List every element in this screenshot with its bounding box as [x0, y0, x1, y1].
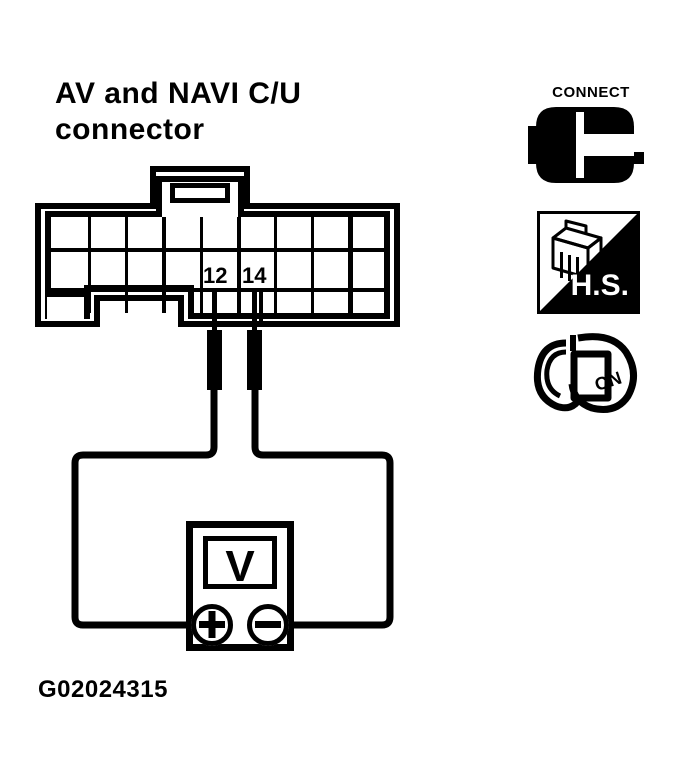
grid-col-divider-8	[348, 217, 353, 313]
positive-terminal-ring	[191, 604, 233, 646]
harness-terminal-1	[560, 252, 563, 278]
voltmeter: V	[186, 521, 294, 651]
connector-inner-housing	[45, 176, 390, 319]
plug-left-flange	[528, 126, 542, 164]
wire-positive-lead	[71, 390, 218, 629]
pin-label-12: 12	[203, 263, 227, 288]
grid-col-divider-1	[88, 217, 91, 313]
pin-label-14: 14	[242, 263, 267, 288]
voltmeter-body-outline	[186, 521, 294, 651]
negative-terminal-bar-h	[255, 621, 281, 628]
probe-tip-pin-12	[207, 330, 222, 390]
badge-hs-label: H.S.	[571, 269, 629, 302]
key-bow-left	[533, 339, 584, 412]
positive-terminal-bar-v	[208, 611, 216, 638]
grid-col-divider-7	[311, 217, 314, 313]
connector-pin-grid	[45, 217, 384, 319]
badge-connect: CONNECT	[528, 84, 644, 183]
grid-row-divider-1	[51, 248, 384, 252]
badge-ignition: ON	[533, 333, 637, 413]
connector-outer-housing	[35, 166, 400, 327]
figure-title-line-2: connector	[55, 113, 205, 146]
voltmeter-display-window	[203, 536, 277, 589]
figure-caption: G02024315	[38, 676, 168, 703]
voltmeter-display-value: V	[225, 542, 255, 591]
negative-terminal-ring	[247, 604, 289, 646]
harness-connector-icon	[551, 219, 603, 283]
grid-col-divider-6	[274, 217, 277, 313]
badge-connect-label: CONNECT	[552, 84, 630, 101]
harness-latch	[564, 219, 588, 233]
grid-row-divider-2	[51, 288, 384, 292]
grid-notch-edge	[45, 291, 90, 319]
voltmeter-negative-terminal	[247, 604, 289, 646]
ignition-key-icon	[533, 333, 637, 413]
connector-tab-slot-inner	[175, 188, 225, 198]
probe-lead-pin-14-hook	[259, 288, 263, 326]
plug-socket-cutout	[576, 112, 644, 178]
grid-col-divider-3	[162, 217, 166, 313]
grid-col-divider-2	[125, 217, 128, 313]
harness-terminal-2	[568, 255, 571, 281]
connector-plug-icon	[528, 107, 644, 183]
key-blade	[570, 350, 612, 402]
meter-wiring	[71, 390, 394, 629]
grid-col-divider-4	[200, 217, 203, 313]
hs-badge-border	[537, 211, 640, 314]
grid-notch-mask	[47, 295, 87, 319]
probe-lead-pin-12	[212, 288, 217, 336]
test-probe-assembly	[207, 288, 263, 390]
wire-negative-lead	[251, 390, 394, 629]
key-notch	[570, 335, 576, 351]
harness-terminal-3	[576, 257, 579, 283]
key-bow-left-inner	[544, 349, 567, 399]
connector-assembly: 12 14	[35, 166, 400, 327]
badge-hs: H.S.	[537, 211, 640, 314]
probe-lead-pin-14	[252, 288, 257, 336]
voltmeter-positive-terminal	[191, 604, 233, 646]
probe-tip-pin-14	[247, 330, 262, 390]
key-bow-right	[568, 333, 637, 413]
grid-col-divider-5	[237, 217, 241, 313]
harness-body-side	[586, 236, 603, 280]
figure-title-line-1: AV and NAVI C/U	[55, 77, 301, 110]
